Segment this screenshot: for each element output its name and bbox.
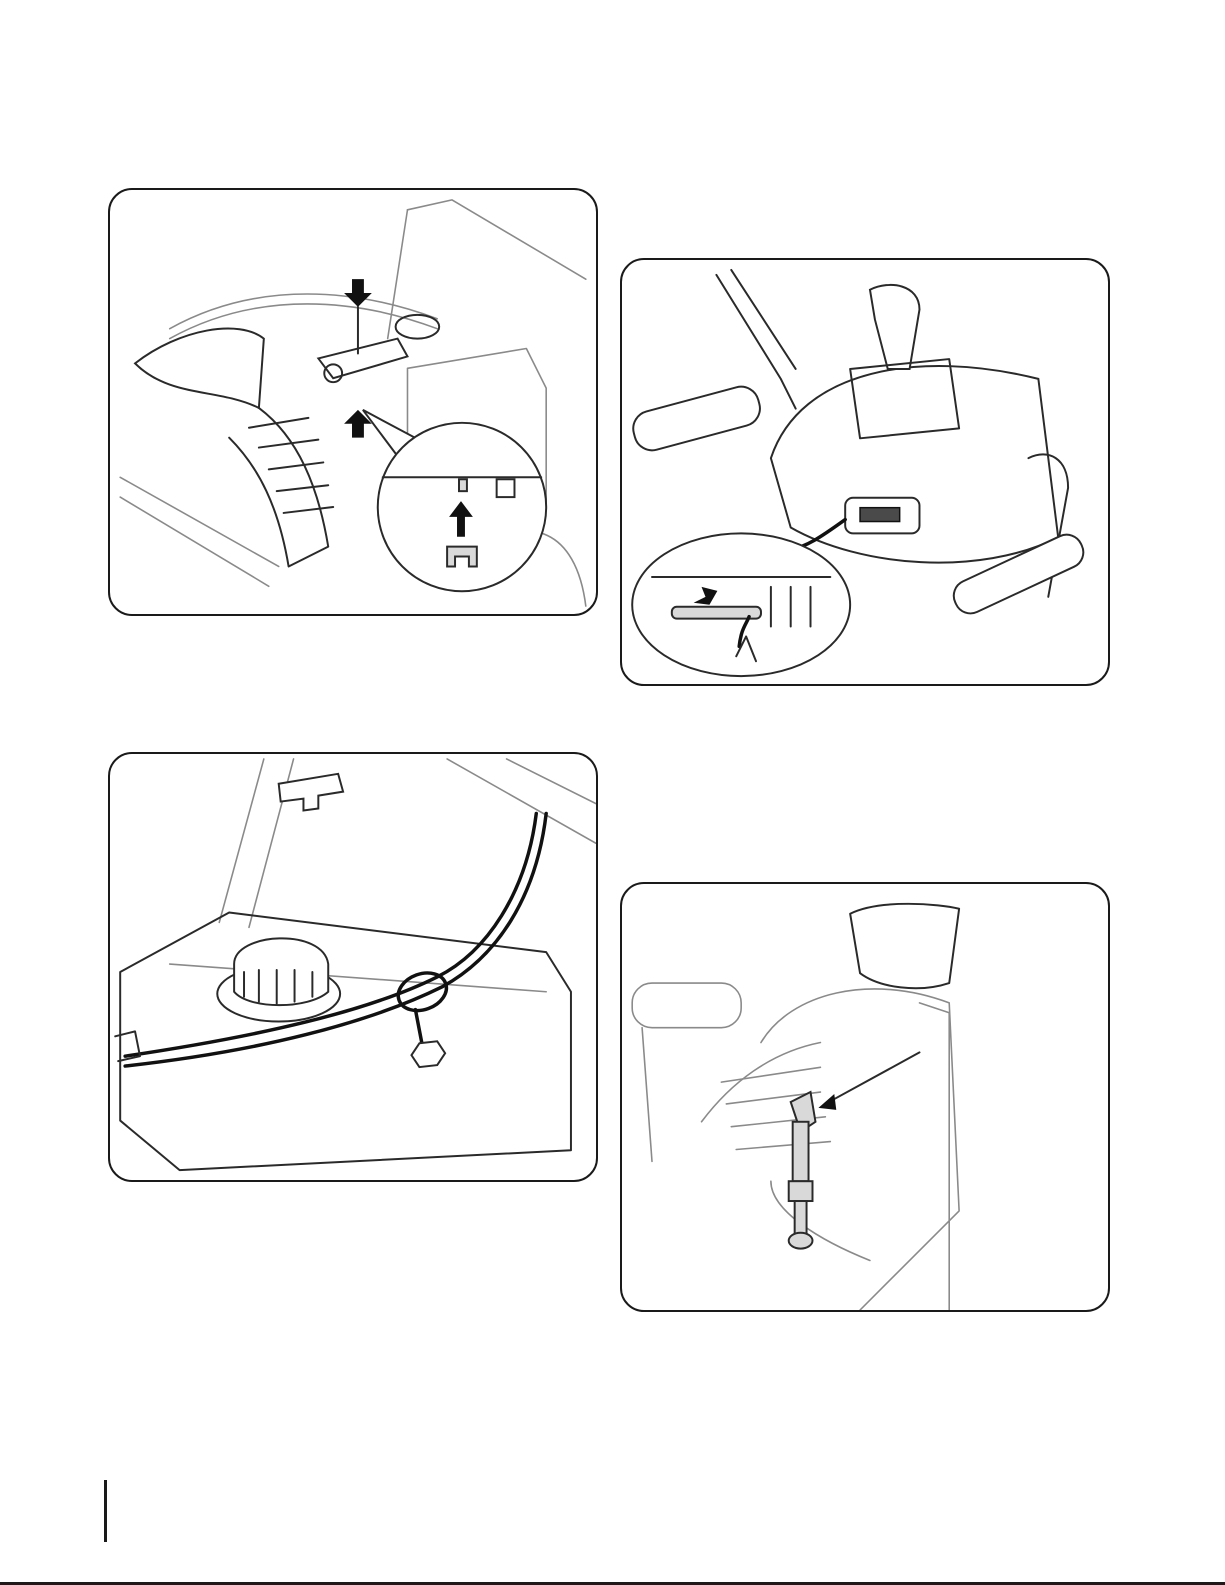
inset-pin: [459, 479, 467, 491]
chute-rod-illustration: [622, 884, 1108, 1310]
fuel-tank-illustration: [110, 754, 596, 1180]
tank-seam: [170, 964, 546, 992]
hex-nut: [411, 1041, 445, 1067]
pointer-line: [825, 1052, 919, 1104]
chute-body: [761, 989, 959, 1310]
rod-sleeve: [789, 1181, 813, 1201]
handle-outline: [642, 1028, 652, 1162]
handle-outline: [388, 210, 408, 339]
handle-outline: [407, 200, 585, 279]
magnified-inset: [632, 533, 850, 676]
chute-assembly-illustration: [110, 190, 596, 614]
frame-curve: [771, 1181, 870, 1260]
arrow-head-icon: [818, 1094, 836, 1110]
switch-buttons: [860, 508, 900, 522]
handlebar-grip: [632, 983, 741, 1028]
figure-fuel-tank-cable: [108, 752, 598, 1182]
control-panel-illustration: [622, 260, 1108, 684]
fuel-cap: [234, 938, 328, 1005]
figure-chute-rod: [620, 882, 1110, 1312]
handle-lever: [731, 270, 795, 369]
auger-housing: [120, 477, 279, 586]
panel-edge: [507, 759, 596, 804]
chute-spout: [135, 329, 264, 408]
chute-deflector: [850, 904, 959, 988]
shift-knob: [870, 285, 920, 369]
arrow-down-icon: [344, 279, 372, 307]
rod-end: [789, 1233, 813, 1249]
page-margin-rule: [104, 1480, 107, 1542]
panel-edge: [447, 759, 596, 843]
chute-bracket: [318, 339, 407, 379]
figure-chute-assembly: [108, 188, 598, 616]
fuel-tank: [120, 913, 571, 1171]
inset-tab: [497, 479, 515, 497]
handlebar-grip: [629, 383, 764, 455]
figure-control-panel: [620, 258, 1110, 686]
control-rod: [793, 1122, 809, 1181]
frame: [919, 1003, 949, 1310]
chute-ribs: [249, 418, 333, 513]
